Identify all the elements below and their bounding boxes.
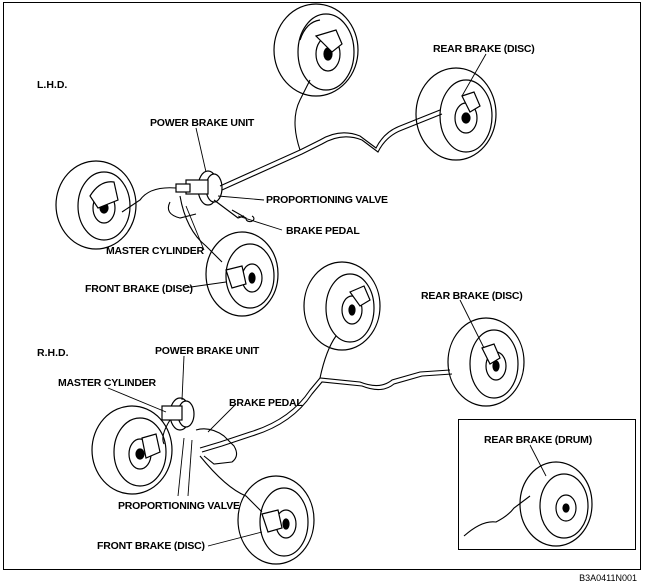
- lhd-front-wheel-right: [205, 231, 279, 317]
- figure-code: B3A0411N001: [579, 573, 637, 583]
- rhd-front-brake-label: FRONT BRAKE (DISC): [97, 540, 205, 552]
- lhd-brake-lines: [121, 79, 443, 263]
- lhd-front-wheel-left: [55, 160, 137, 250]
- lhd-rear-brake-label: REAR BRAKE (DISC): [433, 43, 535, 55]
- rhd-power-brake-unit: [161, 397, 195, 431]
- rhd-rear-wheel-upper: [303, 261, 381, 351]
- lhd-master-cylinder-label: MASTER CYLINDER: [106, 245, 204, 257]
- lhd-rear-wheel-right: [415, 67, 497, 161]
- leader-lines: [107, 53, 547, 547]
- rhd-brake-pedal-label: BRAKE PEDAL: [229, 397, 303, 409]
- lhd-power-brake-unit-label: POWER BRAKE UNIT: [150, 117, 255, 129]
- inset-drum-wheel: [463, 461, 593, 547]
- rhd-rear-wheel-right: [447, 317, 525, 407]
- lhd-brake-pedal-label: BRAKE PEDAL: [286, 225, 360, 237]
- rhd-master-cylinder-label: MASTER CYLINDER: [58, 377, 156, 389]
- rhd-section-label: R.H.D.: [37, 347, 69, 359]
- rhd-proportioning-valve-label: PROPORTIONING VALVE: [118, 500, 240, 512]
- lhd-rear-wheel-upper: [273, 3, 359, 97]
- inset-box: [458, 419, 636, 550]
- inset-rear-brake-drum-label: REAR BRAKE (DRUM): [484, 434, 593, 446]
- rhd-power-brake-unit-label: POWER BRAKE UNIT: [155, 345, 260, 357]
- figure-frame: [3, 2, 641, 570]
- lhd-front-brake-label: FRONT BRAKE (DISC): [85, 283, 193, 295]
- rhd-rear-brake-label: REAR BRAKE (DISC): [421, 290, 523, 302]
- lhd-power-brake-unit: [175, 170, 245, 219]
- rhd-front-wheel-right: [237, 475, 315, 565]
- lhd-proportioning-valve-label: PROPORTIONING VALVE: [266, 194, 388, 206]
- rhd-front-wheel-left: [91, 405, 173, 495]
- lhd-section-label: L.H.D.: [37, 79, 68, 91]
- rhd-brake-lines: [162, 335, 453, 513]
